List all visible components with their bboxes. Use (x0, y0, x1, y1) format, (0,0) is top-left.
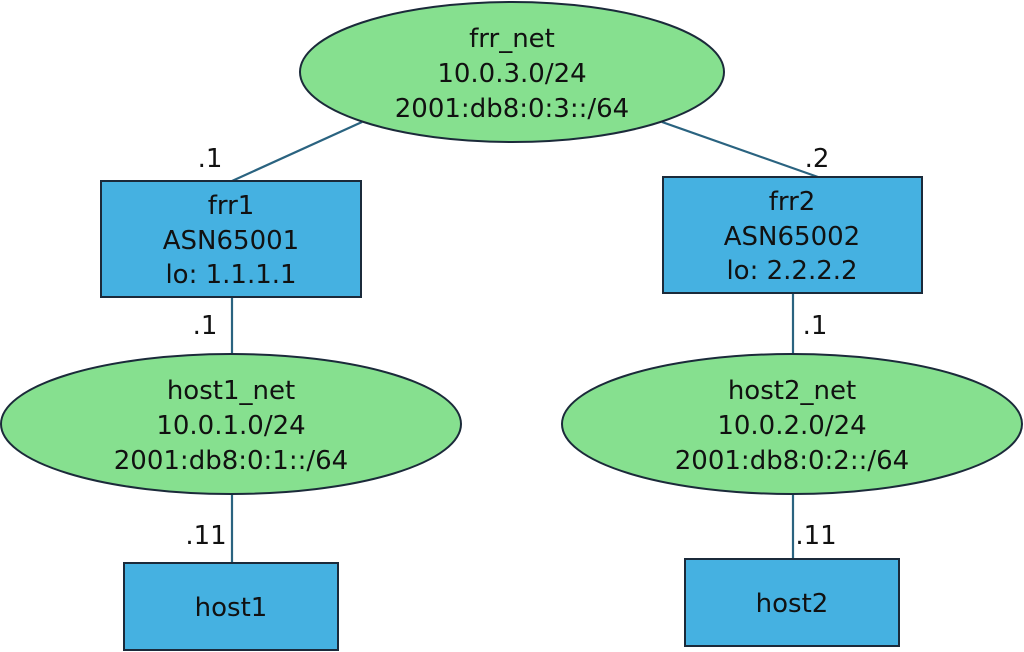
label-host1-address: .11 (185, 521, 226, 551)
host-host2: host2 (684, 558, 900, 647)
network-host1-net-name: host1_net (167, 376, 295, 406)
host-host1-name: host1 (195, 593, 268, 623)
network-frr-net-ellipse (299, 1, 725, 143)
router-frr2-loopback: lo: 2.2.2.2 (726, 256, 857, 286)
network-frr-net-ipv4: 10.0.3.0/24 (437, 59, 586, 89)
host-host1-box (123, 562, 339, 651)
label-frr2-host2-net-address: .1 (803, 311, 828, 341)
link-frr-net-to-frr1 (231, 120, 363, 183)
host-host1: host1 (123, 562, 339, 651)
network-host2-net-name: host2_net (728, 376, 856, 406)
host-host2-box (684, 558, 900, 647)
network-host2-net: host2_net 10.0.2.0/24 2001:db8:0:2::/64 (561, 353, 1023, 495)
router-frr1-loopback: lo: 1.1.1.1 (165, 260, 296, 290)
label-host2-address: .11 (795, 521, 836, 551)
host-host2-name: host2 (756, 589, 829, 619)
link-frr-net-to-frr2 (661, 120, 819, 179)
network-host2-net-ipv6: 2001:db8:0:2::/64 (675, 446, 909, 476)
router-frr2-box (662, 176, 923, 294)
router-frr2-name: frr2 (769, 187, 816, 217)
network-host1-net: host1_net 10.0.1.0/24 2001:db8:0:1::/64 (0, 353, 462, 495)
network-frr-net-name: frr_net (469, 24, 555, 54)
label-frr2-frr-net-address: .2 (805, 144, 830, 174)
network-host2-net-ellipse (561, 353, 1023, 495)
router-frr1-asn: ASN65001 (163, 226, 299, 256)
router-frr1-name: frr1 (208, 191, 255, 221)
interface-labels: .1 .2 .1 .1 .11 .11 (185, 144, 836, 551)
network-host1-net-ipv6: 2001:db8:0:1::/64 (114, 446, 348, 476)
network-host1-net-ipv4: 10.0.1.0/24 (156, 411, 305, 441)
router-frr1-box (100, 180, 362, 298)
router-frr2: frr2 ASN65002 lo: 2.2.2.2 (662, 176, 923, 294)
network-frr-net-ipv6: 2001:db8:0:3::/64 (395, 94, 629, 124)
label-frr1-host1-net-address: .1 (193, 311, 218, 341)
router-frr2-asn: ASN65002 (724, 222, 860, 252)
network-frr-net: frr_net 10.0.3.0/24 2001:db8:0:3::/64 (299, 1, 725, 143)
router-frr1: frr1 ASN65001 lo: 1.1.1.1 (100, 180, 362, 298)
links (230, 120, 819, 563)
network-host2-net-ipv4: 10.0.2.0/24 (717, 411, 866, 441)
network-host1-net-ellipse (0, 353, 462, 495)
label-frr1-frr-net-address: .1 (198, 144, 223, 174)
